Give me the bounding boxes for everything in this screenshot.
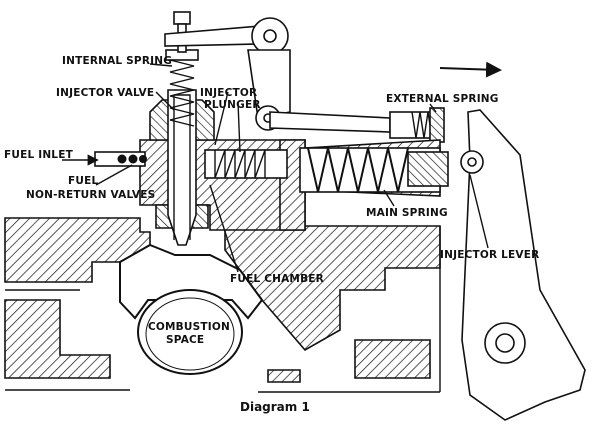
- label-fuel-chamber: FUEL CHAMBER: [230, 273, 324, 285]
- label-fuel-nrv-1: FUEL: [68, 175, 98, 187]
- label-injector-plunger-2: PLUNGER: [204, 99, 261, 111]
- label-fuel-nrv-2: NON-RETURN VALVES: [26, 189, 155, 201]
- label-combustion-space-1: COMBUSTION: [148, 321, 230, 333]
- rocker-assembly: [164, 11, 445, 143]
- leader-lines: [62, 63, 489, 273]
- cylinder-head: [4, 217, 441, 393]
- label-main-spring: MAIN SPRING: [366, 207, 448, 219]
- motion-arrow-icon: [439, 61, 502, 78]
- diagram-caption: Diagram 1: [240, 400, 310, 414]
- label-fuel-inlet: FUEL INLET: [4, 149, 74, 161]
- label-combustion-space-2: SPACE: [166, 334, 204, 346]
- plunger-housing: [204, 139, 449, 231]
- label-injector-plunger-1: INJECTOR: [200, 87, 257, 99]
- label-internal-spring: INTERNAL SPRING: [62, 55, 172, 67]
- injector-lever: [460, 109, 586, 421]
- label-injector-valve: INJECTOR VALVE: [56, 87, 154, 99]
- label-external-spring: EXTERNAL SPRING: [386, 93, 499, 105]
- label-injector-lever: INJECTOR LEVER: [440, 249, 539, 261]
- injector-valve: [165, 49, 199, 246]
- combustion-port: [119, 243, 264, 375]
